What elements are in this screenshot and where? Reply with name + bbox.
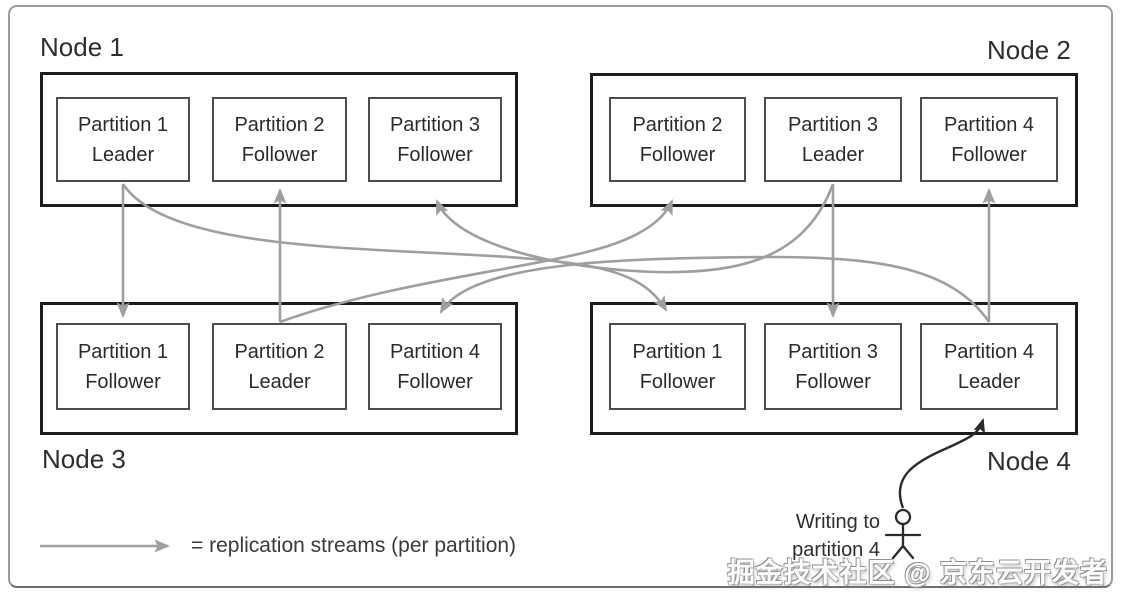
node-1-label: Node 1 xyxy=(40,32,124,62)
node-4-label: Node 4 xyxy=(987,446,1071,476)
n3-partition-2-leader: Partition 2 Leader xyxy=(212,323,347,410)
partition-role: Follower xyxy=(795,370,871,393)
legend-label: = replication streams (per partition) xyxy=(191,534,517,557)
partition-title: Partition 2 xyxy=(632,113,723,136)
partition-role: Leader xyxy=(248,370,311,393)
n2-partition-4-follower: Partition 4 Follower xyxy=(920,97,1058,182)
partition-role: Follower xyxy=(241,143,318,166)
n4-partition-3-follower: Partition 3 Follower xyxy=(764,323,902,410)
partition-role: Leader xyxy=(801,143,865,166)
n4-partition-1-follower: Partition 1 Follower xyxy=(609,323,746,410)
person-icon xyxy=(884,508,922,560)
write-annotation-line1: Writing to xyxy=(795,511,880,533)
partition-title: Partition 2 xyxy=(234,113,325,136)
replication-arrow-p4-n4-to-n3 xyxy=(439,255,991,323)
node-3-label: Node 3 xyxy=(42,444,126,474)
partition-title: Partition 1 xyxy=(77,113,169,136)
node-2-label: Node 2 xyxy=(987,35,1071,65)
partition-title: Partition 1 xyxy=(77,340,169,363)
partition-title: Partition 4 xyxy=(943,113,1035,136)
write-arrow xyxy=(898,418,986,509)
partition-title: Partition 2 xyxy=(234,340,325,363)
n2-partition-3-leader: Partition 3 Leader xyxy=(764,97,902,182)
partition-role: Follower xyxy=(397,143,473,166)
partition-title: Partition 3 xyxy=(787,340,879,363)
partition-role: Follower xyxy=(639,143,716,166)
replication-arrow-p1-n1-to-n4 xyxy=(121,183,668,312)
partition-role: Leader xyxy=(91,143,155,166)
partition-role: Follower xyxy=(951,143,1027,166)
n3-partition-1-follower: Partition 1 Follower xyxy=(56,323,190,410)
write-annotation-line2: partition 4 xyxy=(792,539,880,561)
partition-title: Partition 4 xyxy=(389,340,481,363)
n4-partition-4-leader: Partition 4 Leader xyxy=(920,323,1058,410)
n3-partition-4-follower: Partition 4 Follower xyxy=(368,323,502,410)
watermark: 掘金技术社区 @ 京东云开发者 xyxy=(727,558,1108,588)
partition-role: Follower xyxy=(397,370,473,393)
partition-title: Partition 4 xyxy=(943,340,1035,363)
partition-role: Follower xyxy=(639,370,716,393)
replication-arrow-p3-n2-to-n1 xyxy=(435,183,835,274)
partition-role: Follower xyxy=(85,370,161,393)
partition-title: Partition 1 xyxy=(632,340,723,363)
partition-title: Partition 3 xyxy=(787,113,879,136)
partition-title: Partition 3 xyxy=(389,113,481,136)
replication-arrow-p2-n3-to-n2 xyxy=(279,199,674,324)
n2-partition-2-follower: Partition 2 Follower xyxy=(609,97,746,182)
write-annotation: Writing to partition 4 xyxy=(758,508,880,564)
n1-partition-3-follower: Partition 3 Follower xyxy=(368,97,502,182)
n1-partition-2-follower: Partition 2 Follower xyxy=(212,97,347,182)
n1-partition-1-leader: Partition 1 Leader xyxy=(56,97,190,182)
partition-role: Leader xyxy=(957,370,1021,393)
